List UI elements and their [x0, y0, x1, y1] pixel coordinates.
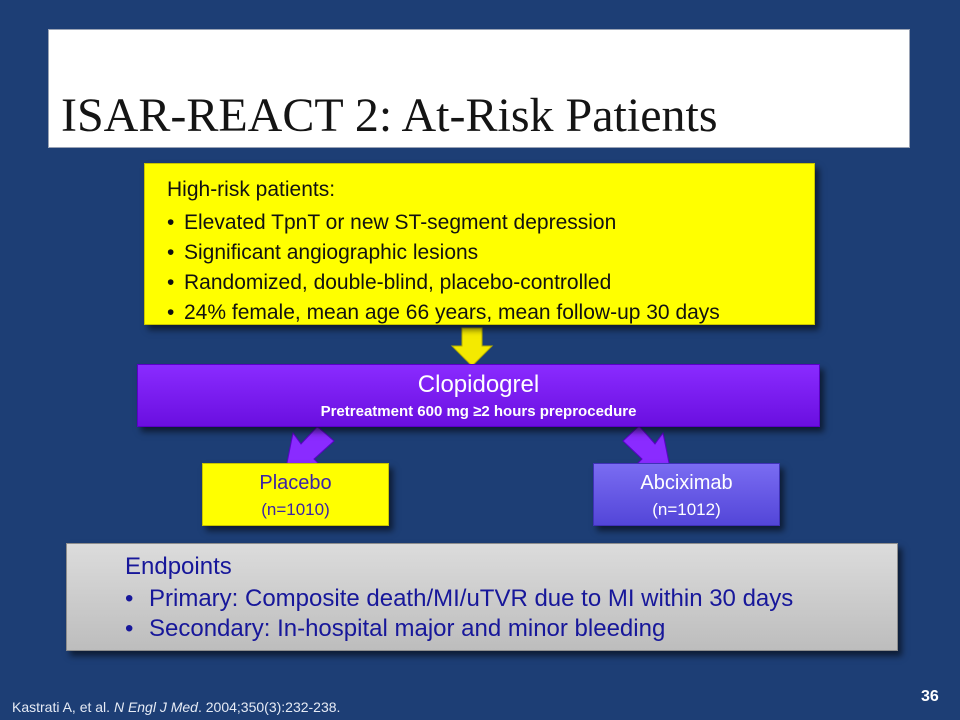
bullet-icon: •: [167, 271, 175, 294]
list-item: • Secondary: In-hospital major and minor …: [125, 614, 793, 644]
arrow-criteria-to-clopidogrel: [450, 327, 494, 367]
treatment-title: Clopidogrel: [417, 371, 540, 398]
criteria-heading: High-risk patients:: [167, 178, 336, 201]
list-item-text: Randomized, double-blind, placebo-contro…: [184, 271, 612, 294]
list-item-text: Elevated TpnT or new ST-segment depressi…: [184, 211, 617, 234]
bullet-icon: •: [167, 211, 175, 234]
list-item-text: Primary: Composite death/MI/uTVR due to …: [149, 585, 794, 612]
arrow-clopidogrel-to-placebo: [285, 426, 335, 469]
clopidogrel-box: Clopidogrel Pretreatment 600 mg ≥2 hours…: [137, 364, 820, 427]
list-item-text: 24% female, mean age 66 years, mean foll…: [184, 301, 720, 324]
endpoints-list: • Primary: Composite death/MI/uTVR due to…: [125, 584, 793, 644]
treatment-subtitle: Pretreatment 600 mg ≥2 hours preprocedur…: [320, 403, 637, 420]
page-number: 36: [921, 688, 939, 705]
bullet-icon: •: [125, 585, 134, 612]
title-box: ISAR-REACT 2: At-Risk Patients: [48, 29, 910, 148]
citation: Kastrati A, et al. N Engl J Med. 2004;35…: [12, 699, 340, 715]
abciximab-arm-box: Abciximab (n=1012): [593, 463, 780, 526]
citation-details: . 2004;350(3):232-238.: [197, 699, 341, 715]
slide-title: ISAR-REACT 2: At-Risk Patients: [61, 89, 718, 142]
list-item: • Primary: Composite death/MI/uTVR due to…: [125, 584, 793, 614]
list-item: • Significant angiographic lesions: [167, 238, 720, 268]
criteria-list: • Elevated TpnT or new ST-segment depress…: [167, 208, 720, 328]
list-item: • Randomized, double-blind, placebo-contr…: [167, 268, 720, 298]
arm-name: Abciximab: [640, 472, 733, 494]
list-item: • Elevated TpnT or new ST-segment depress…: [167, 208, 720, 238]
endpoints-box: Endpoints • Primary: Composite death/MI/u…: [66, 543, 898, 651]
list-item: • 24% female, mean age 66 years, mean fol…: [167, 298, 720, 328]
list-item-text: Significant angiographic lesions: [184, 241, 479, 264]
arm-name: Placebo: [259, 472, 332, 494]
endpoints-heading: Endpoints: [125, 553, 232, 580]
high-risk-criteria-box: High-risk patients: • Elevated TpnT or ne…: [144, 163, 815, 325]
arm-sample-size: (n=1012): [652, 500, 721, 519]
citation-journal: N Engl J Med: [113, 699, 198, 715]
list-item-text: Secondary: In-hospital major and minor b…: [149, 615, 666, 642]
citation-authors: Kastrati A, et al.: [12, 699, 114, 715]
placebo-arm-box: Placebo (n=1010): [202, 463, 389, 526]
bullet-icon: •: [167, 241, 175, 264]
bullet-icon: •: [125, 615, 134, 642]
bullet-icon: •: [167, 301, 175, 324]
arm-sample-size: (n=1010): [261, 500, 330, 519]
arrow-clopidogrel-to-abciximab: [622, 426, 671, 469]
